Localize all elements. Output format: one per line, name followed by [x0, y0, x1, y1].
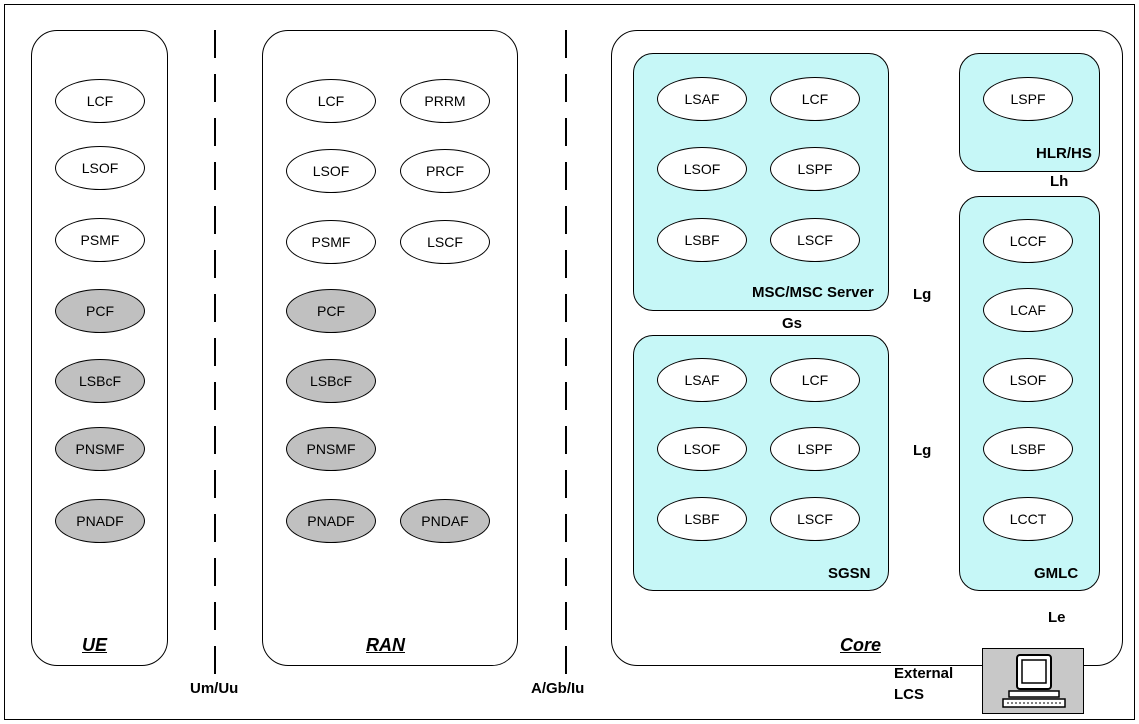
msc-function-lspf: LSPF: [770, 147, 860, 191]
ue-function-lcf: LCF: [55, 79, 145, 123]
hlr-function-lspf: LSPF: [983, 77, 1073, 121]
sgsn-function-lscf: LSCF: [770, 497, 860, 541]
interface-lg-msc-label: Lg: [913, 286, 932, 303]
ran-function-pnsmf: PNSMF: [286, 427, 376, 471]
ran-domain: [262, 30, 518, 666]
ran-domain-label: RAN: [366, 635, 405, 655]
msc-function-lsbf: LSBF: [657, 218, 747, 262]
sgsn-function-lsbf: LSBF: [657, 497, 747, 541]
msc-function-lcf: LCF: [770, 77, 860, 121]
ue-function-psmf: PSMF: [55, 218, 145, 262]
ran-function-pnadf: PNADF: [286, 499, 376, 543]
interface-lg-sgsn-label: Lg: [913, 442, 932, 459]
external-lcs-label-line2: LCS: [894, 686, 924, 703]
ue-function-pnsmf: PNSMF: [55, 427, 145, 471]
gmlc-function-lsbf: LSBF: [983, 427, 1073, 471]
ran-function-lscf: LSCF: [400, 220, 490, 264]
hlr-hs-node: [959, 53, 1100, 172]
ue-domain-label: UE: [82, 635, 108, 655]
sgsn-function-lcf: LCF: [770, 358, 860, 402]
ran-function-prcf: PRCF: [400, 149, 490, 193]
gmlc-function-lccf: LCCF: [983, 219, 1073, 263]
msc-function-lsof: LSOF: [657, 147, 747, 191]
external-lcs-label-line1: External: [894, 665, 954, 682]
diagram-frame: [4, 4, 1135, 720]
ran-function-prrm: PRRM: [400, 79, 490, 123]
external-lcs-client: [982, 648, 1084, 714]
msc-function-lscf: LSCF: [770, 218, 860, 262]
ue-domain: [31, 30, 168, 666]
interface-gs-label: Gs: [782, 315, 803, 332]
gmlc-function-lsof: LSOF: [983, 358, 1073, 402]
ue-function-lsof: LSOF: [55, 146, 145, 190]
sgsn-label: SGSN: [828, 565, 871, 582]
hlr-hs-label: HLR/HS: [1036, 145, 1092, 162]
core-domain-label: Core: [840, 635, 882, 655]
ue-function-pnadf: PNADF: [55, 499, 145, 543]
sgsn-function-lsof: LSOF: [657, 427, 747, 471]
msc-function-lsaf: LSAF: [657, 77, 747, 121]
gmlc-function-lcct: LCCT: [983, 497, 1073, 541]
ran-function-lcf: LCF: [286, 79, 376, 123]
gmlc-label: GMLC: [1034, 565, 1079, 582]
interface-lh-label: Lh: [1050, 173, 1069, 190]
interface-a-gb-iu-label: A/Gb/Iu: [531, 680, 585, 697]
ran-function-pndaf: PNDAF: [400, 499, 490, 543]
ue-function-pcf: PCF: [55, 289, 145, 333]
sgsn-function-lsaf: LSAF: [657, 358, 747, 402]
gmlc-function-lcaf: LCAF: [983, 288, 1073, 332]
ran-function-lsof: LSOF: [286, 149, 376, 193]
msc-server-label: MSC/MSC Server: [752, 284, 874, 301]
interface-le-label: Le: [1048, 609, 1066, 626]
sgsn-function-lspf: LSPF: [770, 427, 860, 471]
ran-function-pcf: PCF: [286, 289, 376, 333]
computer-icon: [1002, 654, 1066, 708]
ue-function-lsbcf: LSBcF: [55, 359, 145, 403]
ran-function-psmf: PSMF: [286, 220, 376, 264]
ran-function-lsbcf: LSBcF: [286, 359, 376, 403]
interface-um-uu-label: Um/Uu: [190, 680, 239, 697]
